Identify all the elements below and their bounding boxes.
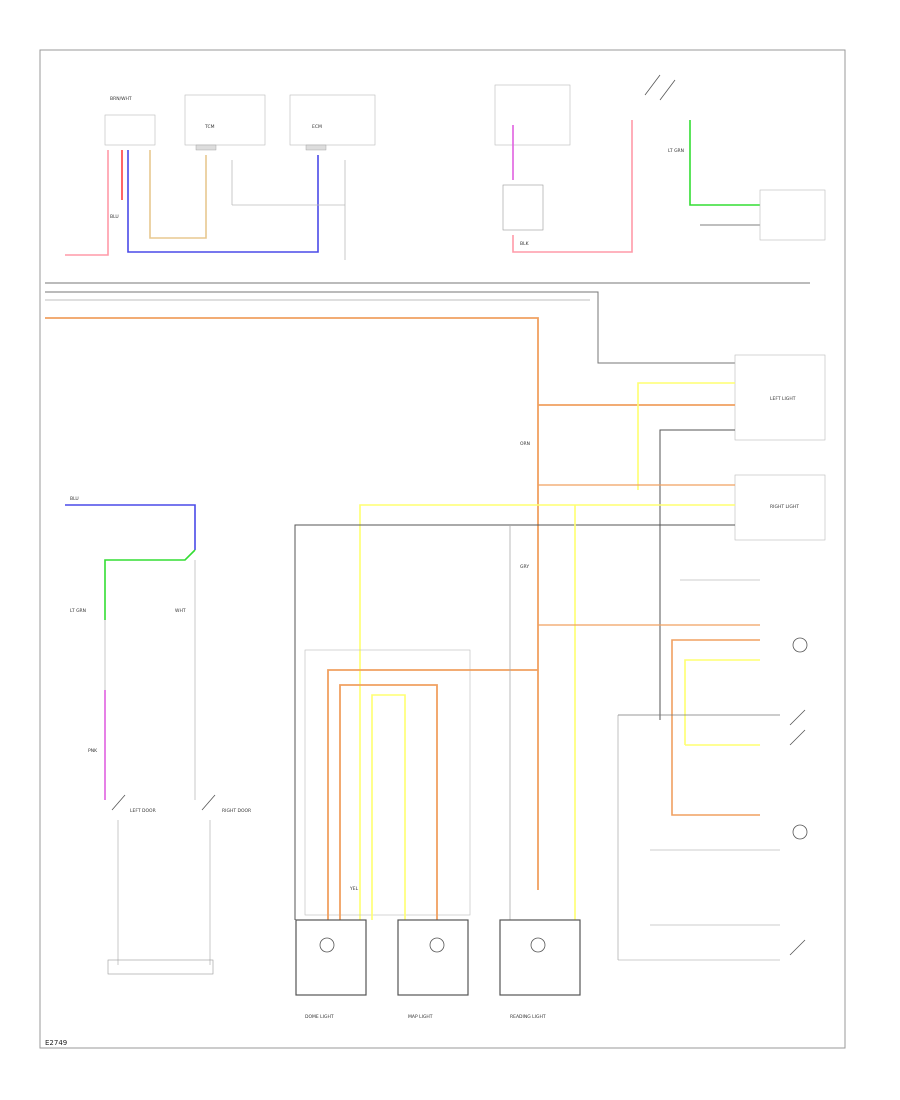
bus-orange bbox=[45, 317, 539, 890]
switch-left-1 bbox=[111, 794, 126, 811]
bundle-frame bbox=[304, 649, 471, 916]
label-left-d: PNK bbox=[88, 748, 98, 754]
connector-top-mid2 bbox=[289, 94, 376, 146]
lamp-icon-unit-2 bbox=[429, 937, 445, 953]
lamp-icon-2 bbox=[792, 824, 808, 840]
center-bundle: ORN YEL GRY bbox=[304, 441, 760, 920]
wire-yellow-rl bbox=[684, 659, 760, 745]
right-connections: LEFT LIGHT RIGHT LIGHT bbox=[294, 354, 826, 920]
switch-right-1 bbox=[789, 709, 806, 726]
left-section: LT GRN BLU WHT PNK LEFT DOOR RIGHT DOOR bbox=[65, 496, 251, 975]
lamp-icon-unit-3 bbox=[530, 937, 546, 953]
label-top-mid-b: ECM bbox=[312, 124, 322, 130]
unit-box-1 bbox=[295, 919, 367, 996]
bus-gray-2 bbox=[45, 291, 735, 364]
label-top-mid-a: TCM bbox=[204, 124, 215, 130]
label-top-right-b: BLK bbox=[520, 241, 530, 247]
label-mid-c: GRY bbox=[520, 564, 529, 570]
wire-yellow-r2 bbox=[359, 504, 735, 920]
switch-right-3 bbox=[789, 939, 806, 956]
wire-green-left bbox=[104, 549, 196, 620]
top-left-section: BRN/WHT BLU TCM ECM bbox=[65, 94, 376, 260]
connector-left-bottom bbox=[107, 959, 214, 975]
wire-green-top-right bbox=[689, 120, 760, 206]
label-top-left-b: BLU bbox=[110, 214, 119, 220]
label-right-b: RIGHT LIGHT bbox=[770, 504, 799, 510]
label-mid-a: ORN bbox=[520, 441, 530, 447]
label-left-a: LT GRN bbox=[70, 608, 86, 614]
bottom-units: DOME LIGHT MAP LIGHT READING LIGHT bbox=[295, 919, 581, 1020]
wire-pink-top-right bbox=[512, 120, 633, 253]
label-side-b: RIGHT DOOR bbox=[222, 808, 251, 814]
switch-left-2 bbox=[201, 794, 216, 811]
pin-glyph-2 bbox=[305, 144, 327, 151]
label-left-b: BLU bbox=[70, 496, 79, 502]
switch-right-2 bbox=[789, 729, 806, 746]
wire-orange-c2 bbox=[339, 684, 438, 920]
wire-yellow-r1 bbox=[637, 382, 735, 490]
connector-right-lower bbox=[734, 474, 826, 541]
main-bus bbox=[45, 282, 810, 890]
connector-right-upper bbox=[734, 354, 826, 441]
label-left-c: WHT bbox=[175, 608, 186, 614]
label-bottom-c: READING LIGHT bbox=[510, 1014, 546, 1020]
right-lower-section bbox=[617, 637, 808, 961]
label-bottom-a: DOME LIGHT bbox=[305, 1014, 334, 1020]
connector-top-left bbox=[104, 114, 156, 146]
unit-box-2 bbox=[397, 919, 469, 996]
label-right-a: LEFT LIGHT bbox=[770, 396, 796, 402]
lamp-icon-1 bbox=[792, 637, 808, 653]
label-mid-b: YEL bbox=[349, 886, 359, 892]
wire-blue-top bbox=[127, 150, 319, 253]
lamp-icon-unit-1 bbox=[319, 937, 335, 953]
wire-orange-rl bbox=[671, 639, 760, 816]
label-bottom-b: MAP LIGHT bbox=[408, 1014, 433, 1020]
wire-blue-left bbox=[65, 504, 196, 550]
wire-pink-top bbox=[65, 150, 109, 256]
switch-top-right bbox=[644, 74, 661, 96]
connector-top-right bbox=[494, 84, 571, 146]
label-top-left-a: BRN/WHT bbox=[110, 96, 132, 102]
wire-dark-r2 bbox=[294, 524, 735, 920]
figure-code: E2749 bbox=[45, 1039, 67, 1047]
wire-orange-c1 bbox=[327, 669, 538, 920]
diagram-frame bbox=[39, 49, 846, 1049]
label-top-right-a: LT GRN bbox=[668, 148, 684, 154]
wire-tan-top bbox=[149, 150, 207, 239]
label-side-a: LEFT DOOR bbox=[130, 808, 156, 814]
pin-glyph-1 bbox=[195, 144, 217, 151]
relay-box-top-right bbox=[502, 184, 544, 231]
switch-top-right-2 bbox=[659, 79, 676, 101]
unit-box-3 bbox=[499, 919, 581, 996]
top-right-section: LT GRN BLK bbox=[494, 74, 826, 253]
wire-dark-r1 bbox=[659, 429, 735, 720]
connector-top-far-right bbox=[759, 189, 826, 241]
wire-yellow-c1 bbox=[371, 694, 406, 920]
connector-top-mid1 bbox=[184, 94, 266, 146]
